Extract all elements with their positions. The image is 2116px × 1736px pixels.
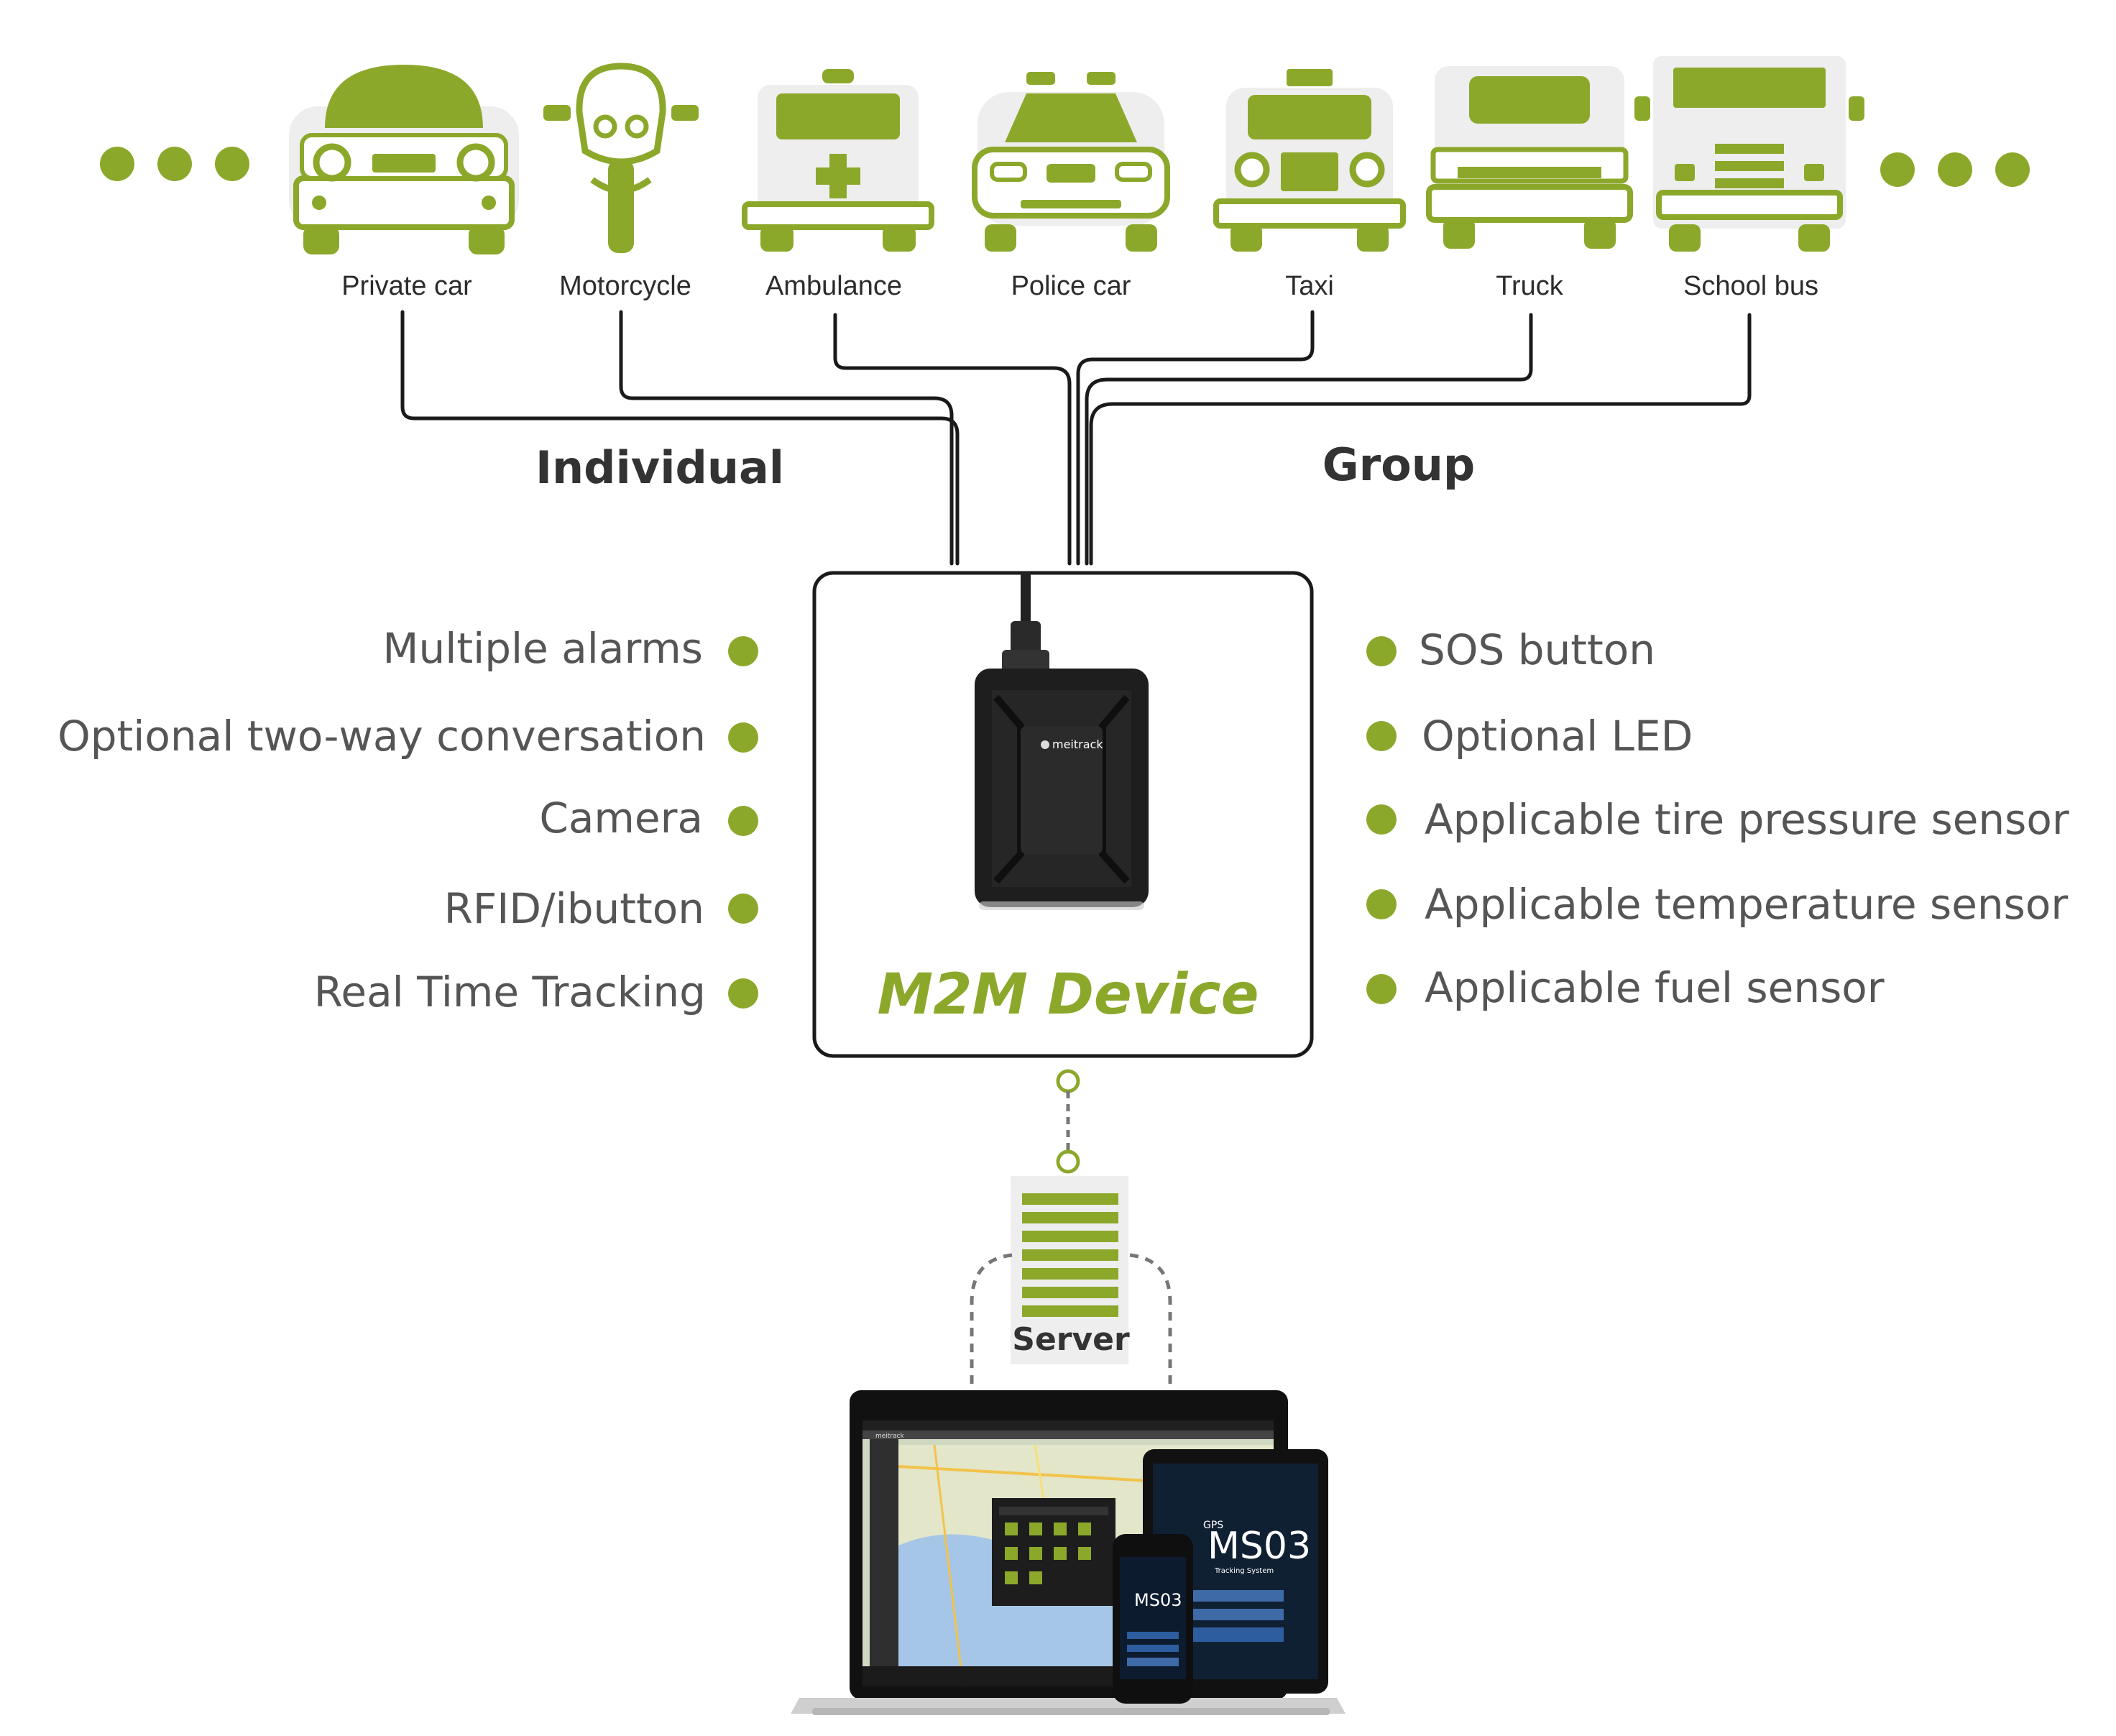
bullet-dot xyxy=(1366,804,1397,835)
laptop-brand-text: meitrack xyxy=(875,1433,904,1440)
device-title: M2M Device xyxy=(877,963,1259,1027)
server-label: Server xyxy=(1012,1321,1130,1358)
bullet-dot xyxy=(728,894,758,924)
vehicle-label-truck: Truck xyxy=(1496,271,1564,301)
feature-rfid-ibutton: RFID/ibutton xyxy=(444,884,704,933)
feature-sos-button: SOS button xyxy=(1419,625,1655,674)
bullet-dot xyxy=(1366,721,1397,751)
tablet-app-brand: MS03 xyxy=(1208,1525,1311,1568)
school-bus-icon xyxy=(1634,56,1864,252)
m2m-device-image: meitrack xyxy=(975,572,1149,910)
group-label: Group xyxy=(1322,438,1476,491)
tablet-app-subtitle: Tracking System xyxy=(1214,1567,1274,1575)
bullet-dot xyxy=(728,636,758,666)
vehicle-label-taxi: Taxi xyxy=(1285,271,1334,301)
right-ellipsis-dots xyxy=(1880,152,2030,187)
individual-label: Individual xyxy=(535,441,784,494)
bullet-dot xyxy=(728,978,758,1009)
motorcycle-icon xyxy=(543,63,699,253)
connector-motorcycle xyxy=(619,310,954,566)
right-feature-list: SOS button Optional LED Applicable tire … xyxy=(1366,625,2069,1012)
device-brand-text: meitrack xyxy=(1052,738,1103,751)
tablet-app-prefix: GPS xyxy=(1203,1520,1223,1531)
connector-taxi xyxy=(1076,310,1315,566)
connector-lines xyxy=(400,310,1752,566)
connector-truck xyxy=(1085,313,1533,566)
feature-fuel-sensor: Applicable fuel sensor xyxy=(1425,963,1885,1012)
connector-ambulance xyxy=(833,313,1072,566)
server-icon xyxy=(1011,1176,1128,1364)
bullet-dot xyxy=(1366,974,1397,1004)
feature-temperature-sensor: Applicable temperature sensor xyxy=(1425,880,2068,929)
phone-image: MS03 xyxy=(1113,1534,1193,1704)
police-car-icon xyxy=(972,72,1170,252)
device-server-connector xyxy=(1056,1069,1080,1174)
feature-real-time-tracking: Real Time Tracking xyxy=(314,968,706,1016)
left-ellipsis-dots xyxy=(100,147,249,181)
connector-school-bus xyxy=(1089,313,1752,566)
bullet-dot xyxy=(1366,889,1397,919)
private-car-icon xyxy=(289,65,519,254)
vehicle-label-motorcycle: Motorcycle xyxy=(559,271,691,301)
bullet-dot xyxy=(728,722,758,753)
server-to-clients-connector xyxy=(970,1253,1172,1390)
connector-private-car xyxy=(400,310,960,566)
bullet-dot xyxy=(1366,636,1397,666)
ambulance-icon xyxy=(742,69,934,252)
feature-tire-pressure-sensor: Applicable tire pressure sensor xyxy=(1425,795,2069,844)
vehicle-label-private-car: Private car xyxy=(341,271,472,301)
left-feature-list: Multiple alarms Optional two-way convers… xyxy=(58,624,758,1016)
taxi-icon xyxy=(1213,69,1406,252)
feature-optional-led: Optional LED xyxy=(1422,712,1693,761)
phone-app-brand: MS03 xyxy=(1134,1590,1182,1610)
truck-icon xyxy=(1426,66,1633,249)
vehicle-label-police-car: Police car xyxy=(1011,271,1131,301)
feature-multiple-alarms: Multiple alarms xyxy=(382,624,703,673)
bullet-dot xyxy=(728,806,758,836)
feature-camera: Camera xyxy=(539,794,703,842)
vehicle-label-ambulance: Ambulance xyxy=(765,271,902,301)
vehicle-label-school-bus: School bus xyxy=(1683,271,1818,301)
feature-two-way-conversation: Optional two-way conversation xyxy=(58,712,706,761)
